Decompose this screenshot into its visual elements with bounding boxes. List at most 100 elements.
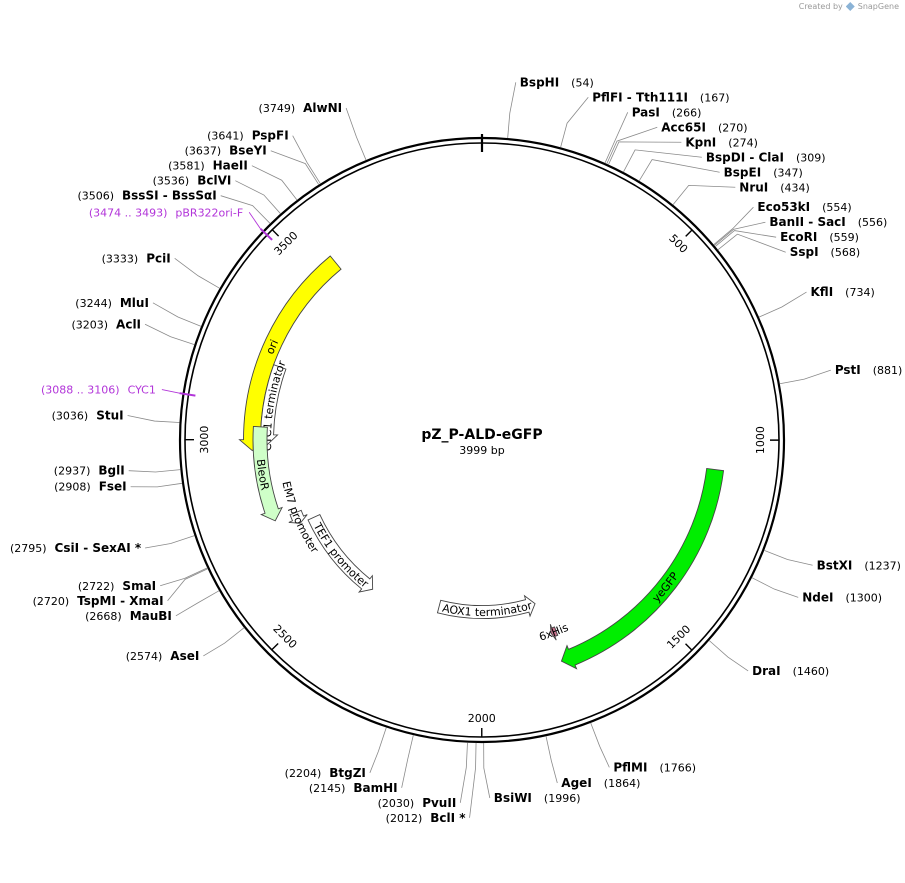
enzyme-label-csii-sexai: (2795)CsiI - SexAI *	[10, 541, 142, 555]
leader-line-kpni	[608, 141, 682, 165]
primer-label-pbr322ori-f: (3474 .. 3493)pBR322ori-F	[89, 206, 243, 219]
leader-line-pspfi	[292, 135, 321, 184]
leader-line-bstxi	[764, 549, 813, 566]
enzyme-label-bsssi-bsss-i: (3506)BssSI - BssSαI	[77, 189, 216, 203]
leader-line-bseyi	[270, 150, 320, 185]
leader-line-bamhi	[401, 735, 414, 788]
feature-label-aox1-terminator: AOX1 terminator	[441, 599, 534, 619]
enzyme-label-bstxi: BstXI(1237)	[817, 558, 901, 572]
tick-label-3000: 3000	[198, 426, 211, 454]
feature-label-tef1-promoter: TEF1 promoter	[310, 520, 371, 591]
enzyme-label-kfli: KflI(734)	[811, 285, 875, 299]
enzyme-label-acli: (3203)AclI	[71, 317, 141, 331]
snapgene-credit: Created by SnapGene	[799, 2, 899, 11]
leader-line-tspmi-xmai	[167, 568, 208, 602]
enzyme-label-bamhi: (2145)BamHI	[309, 781, 398, 795]
tick-mark-2500	[271, 642, 279, 651]
enzyme-label-psti: PstI(881)	[835, 363, 903, 377]
leader-line-pflmi	[590, 722, 610, 768]
credit-brand: SnapGene	[857, 2, 899, 11]
credit-prefix: Created by	[798, 2, 843, 11]
leader-line-drai	[708, 640, 749, 672]
feature-arrow-aox1-terminator	[436, 594, 536, 619]
leader-line-ndei	[751, 577, 799, 598]
primer-sites: (3474 .. 3493)pBR322ori-F (3088 .. 3106)C…	[41, 206, 273, 397]
feature-arrow-6xhis	[549, 624, 559, 641]
enzyme-label-bcli: (2012)BclI *	[386, 811, 467, 825]
enzyme-label-btgzi: (2204)BtgZI	[285, 766, 366, 780]
leader-line-pasi	[604, 112, 629, 164]
leader-line-haeii	[251, 165, 298, 201]
leader-line-acc65i	[606, 126, 658, 165]
leader-line-nrui	[672, 184, 736, 206]
primer-label-cyc1: (3088 .. 3106)CYC1	[41, 384, 156, 397]
leader-line-bclvi	[235, 180, 281, 214]
leader-line-stui	[127, 415, 180, 423]
feature-label-bleor: BleoR	[254, 458, 272, 491]
feature-arrow-yegfp	[560, 467, 725, 670]
enzyme-label-bspei: BspEI(347)	[724, 165, 803, 179]
leader-line-btgzi	[369, 727, 387, 773]
enzyme-label-bspdi-clai: BspDI - ClaI(309)	[706, 150, 826, 164]
enzyme-label-tspmi-xmai: (2720)TspMI - XmaI	[33, 594, 164, 608]
feature-label-6xhis: 6xHis	[537, 621, 570, 644]
enzyme-label-bseyi: (3637)BseYI	[185, 144, 267, 158]
enzyme-label-bclvi: (3536)BclVI	[153, 174, 232, 188]
enzyme-label-acc65i: Acc65I(270)	[661, 120, 747, 134]
snapgene-logo-icon	[845, 2, 855, 11]
enzyme-label-eco53ki: Eco53kI(554)	[757, 200, 851, 214]
leader-line-banii-saci	[714, 221, 766, 246]
restriction-sites: BspHI(54)PflFI - Tth111I(167)PasI(266)Ac…	[10, 75, 902, 825]
feature-arrow-tef1-promoter	[307, 513, 374, 593]
leader-line-bsphi	[507, 82, 517, 139]
enzyme-label-haeii: (3581)HaeII	[168, 159, 248, 173]
primer-leader-pbr322ori-f	[248, 212, 261, 230]
feature-arrow-ori	[238, 255, 342, 452]
feature-arrow-cyc1-terminator	[255, 364, 287, 446]
enzyme-label-ecori: EcoRI(559)	[780, 230, 859, 244]
enzyme-label-pvuii: (2030)PvuII	[378, 796, 457, 810]
enzyme-label-ndei: NdeI(1300)	[802, 590, 882, 604]
feature-arrow-em7-promoter	[288, 509, 308, 524]
enzyme-label-pflmi: PflMI(1766)	[613, 760, 696, 774]
tick-mark-500	[685, 229, 693, 237]
leader-line-smai	[160, 567, 208, 587]
leader-line-sspi	[717, 233, 786, 253]
enzyme-label-sspi: SspI(568)	[790, 245, 860, 259]
leader-line-eco53ki	[713, 206, 754, 246]
enzyme-label-bgli: (2937)BglI	[54, 464, 125, 478]
primer-mark-cyc1	[179, 392, 196, 397]
leader-line-acli	[144, 323, 195, 346]
enzyme-label-nrui: NruI(434)	[739, 180, 810, 194]
leader-line-pvuii	[459, 742, 468, 803]
feature-label-ori: ori	[263, 338, 281, 357]
leader-line-agei	[545, 736, 558, 784]
enzyme-label-mlui: (3244)MluI	[75, 296, 149, 310]
enzyme-label-bsiwi: BsiWI(1996)	[494, 791, 581, 805]
enzyme-label-maubi: (2668)MauBI	[85, 609, 172, 623]
leader-line-csii-sexai	[145, 535, 195, 549]
enzyme-label-alwni: (3749)AlwNI	[259, 101, 343, 115]
tick-label-2000: 2000	[468, 712, 496, 725]
enzyme-label-kpni: KpnI(274)	[685, 135, 758, 149]
primer-leader-cyc1	[161, 389, 180, 394]
tick-mark-1500	[685, 643, 693, 651]
leader-line-kfli	[758, 291, 807, 318]
plasmid-name: pZ_P-ALD-eGFP	[421, 427, 542, 443]
tick-mark-3500	[271, 229, 280, 237]
enzyme-label-pspfi: (3641)PspFI	[207, 129, 289, 143]
leader-line-alwni	[345, 107, 367, 161]
plasmid-length: 3999 bp	[459, 444, 504, 457]
enzyme-label-pflfi-tth111i: PflFI - Tth111I(167)	[592, 90, 729, 104]
leader-line-maubi	[175, 590, 220, 617]
leader-line-bsiwi	[483, 742, 491, 799]
enzyme-label-drai: DraI(1460)	[752, 664, 829, 678]
enzyme-label-pcii: (3333)PciI	[102, 251, 171, 265]
leader-line-pflfi-tth111i	[560, 97, 589, 148]
leader-line-fsei	[130, 482, 183, 488]
primer-mark-pbr322ori-f	[259, 228, 273, 241]
enzyme-label-smai: (2722)SmaI	[78, 579, 156, 593]
feature-arrow-bleor	[252, 425, 283, 522]
leader-line-ecori	[714, 230, 777, 247]
